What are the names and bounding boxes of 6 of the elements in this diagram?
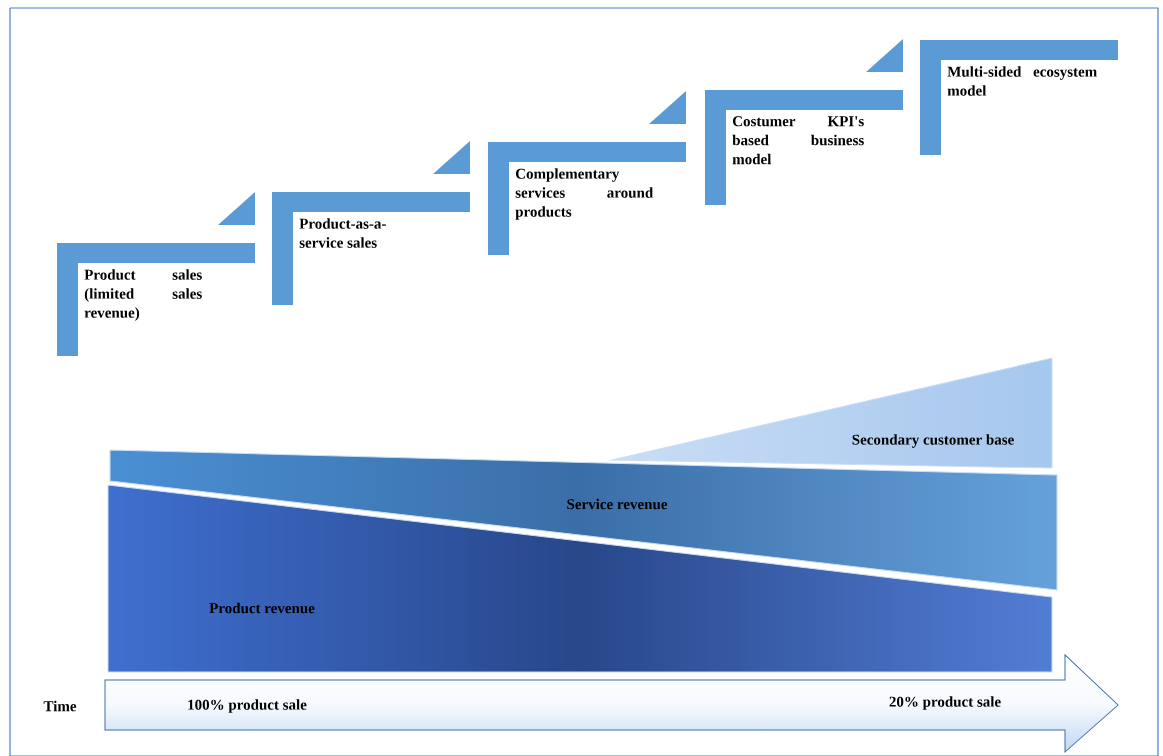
step-bracket: Product-as-a-service sales [272, 192, 470, 305]
step-bracket: Complementary services around products [488, 142, 686, 255]
step-bracket: Product sales (limited sales revenue) [57, 243, 255, 356]
axis-label: Time [43, 700, 77, 712]
step-bracket: Multi-sided ecosystem model [920, 40, 1118, 155]
step-bracket: Costumer KPI's based business model [705, 90, 903, 205]
